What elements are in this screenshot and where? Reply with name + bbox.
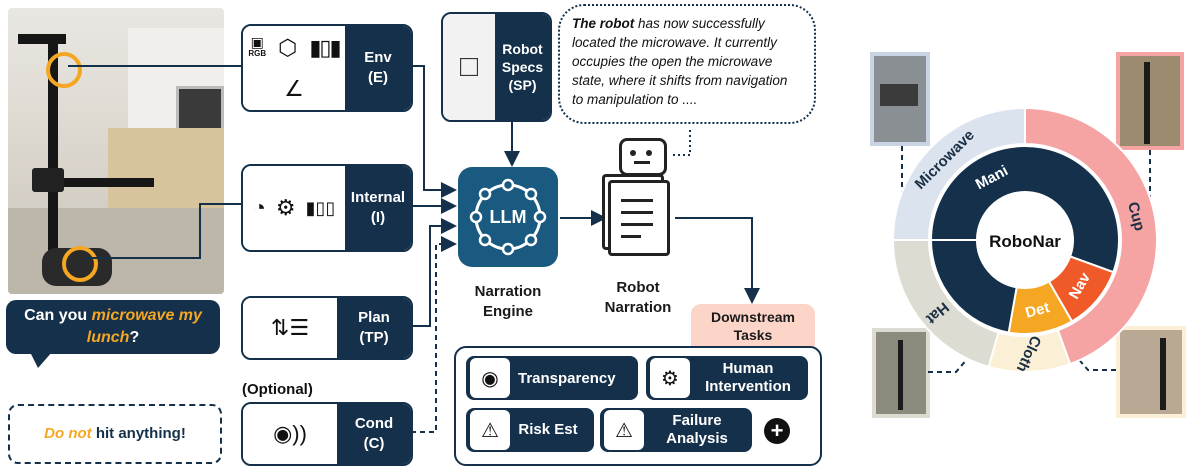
condition-bubble: Do not hit anything! xyxy=(8,404,222,464)
user-request-bubble: Can you microwave my lunch? xyxy=(6,300,220,354)
outer-segment-hat xyxy=(891,239,1000,369)
microwave-photo xyxy=(870,52,930,146)
inner-segment-mani-rest xyxy=(929,239,1018,334)
outer-segment-cup xyxy=(1024,106,1158,366)
robot-arm-warning-icon: ⚠ xyxy=(604,410,644,450)
plus-circle-icon: + xyxy=(764,418,790,444)
task-human-intervention: ⚙ Human Intervention xyxy=(646,356,808,400)
speedometer-icon: ◔ xyxy=(252,195,266,220)
battery-icon: ▮▯▯ xyxy=(305,197,336,218)
cond-title: Cond xyxy=(354,415,394,432)
speaking-head-icon: ◉)) xyxy=(273,421,307,446)
outer-label-cup: Cup xyxy=(1124,200,1148,233)
task-failure-analysis: ⚠ Failure Analysis xyxy=(600,408,752,452)
robot-silhouette-icon: □ xyxy=(459,50,479,83)
llm-label: LLM xyxy=(489,207,527,227)
audio-wave-icon: ▮▯▮ xyxy=(309,34,341,60)
narration-bubble: The robot has now successfully located t… xyxy=(558,4,816,124)
internal-title: Internal xyxy=(350,189,406,206)
narration-text: has now successfully located the microwa… xyxy=(572,16,788,107)
narrator-robot-icon xyxy=(619,138,667,176)
internal-abbr: (I) xyxy=(370,209,386,226)
inner-segment-mani xyxy=(929,145,1120,274)
env-title: Env xyxy=(364,49,392,66)
task-risk-est: ⚠ Risk Est xyxy=(466,408,594,452)
env-input-box: ▣RGB ⬡ ▮▯▮ ∠ Env (E) xyxy=(241,24,413,112)
laptop-icon: ∠ xyxy=(284,75,304,101)
robot-arm-icon: ⚙ xyxy=(275,195,296,220)
robot-mast xyxy=(48,38,58,268)
env-abbr: (E) xyxy=(368,69,388,86)
cup-photo xyxy=(1116,52,1184,150)
cond-abbr: (C) xyxy=(363,435,385,452)
narration-subject: The robot xyxy=(572,16,635,31)
user-request-tail xyxy=(30,352,52,368)
cloth-photo xyxy=(1116,326,1186,418)
optional-label: (Optional) xyxy=(242,381,313,398)
plan-title: Plan xyxy=(358,309,390,326)
cond-input-box: ◉)) Cond (C) xyxy=(241,402,413,466)
network-ring-icon xyxy=(469,178,547,256)
warning-gauge-icon: ⚠ xyxy=(470,410,510,450)
camera-marker xyxy=(46,52,82,88)
task-transparency: ◉ Transparency xyxy=(466,356,638,400)
internal-sensor-marker xyxy=(62,246,98,282)
speaking-head-icon: ◉ xyxy=(470,358,510,398)
robot-specs-box: □ Robot Specs (SP) xyxy=(441,12,552,122)
donut-center-label: RoboNar xyxy=(989,232,1061,251)
condition-highlight: Do not xyxy=(44,425,92,442)
robot-photo xyxy=(8,8,224,294)
inner-label-det: Det xyxy=(1024,299,1052,322)
internal-input-box: ◔ ⚙ ▮▯▯ Internal (I) xyxy=(241,164,413,252)
plan-abbr: (TP) xyxy=(359,329,389,346)
llm-engine-box: LLM xyxy=(458,167,558,267)
robot-arm xyxy=(44,178,154,187)
plan-steps-icon: ⇅☰ xyxy=(270,315,310,340)
document-icon xyxy=(608,180,670,256)
plan-input-box: ⇅☰ Plan (TP) xyxy=(241,296,413,360)
hat-photo xyxy=(872,328,930,418)
request-highlight: microwave my lunch xyxy=(86,307,202,346)
image-rgb-icon: ▣RGB xyxy=(248,33,267,58)
gears-person-icon: ⚙ xyxy=(650,358,690,398)
3d-cube-icon: ⬡ xyxy=(278,34,298,60)
